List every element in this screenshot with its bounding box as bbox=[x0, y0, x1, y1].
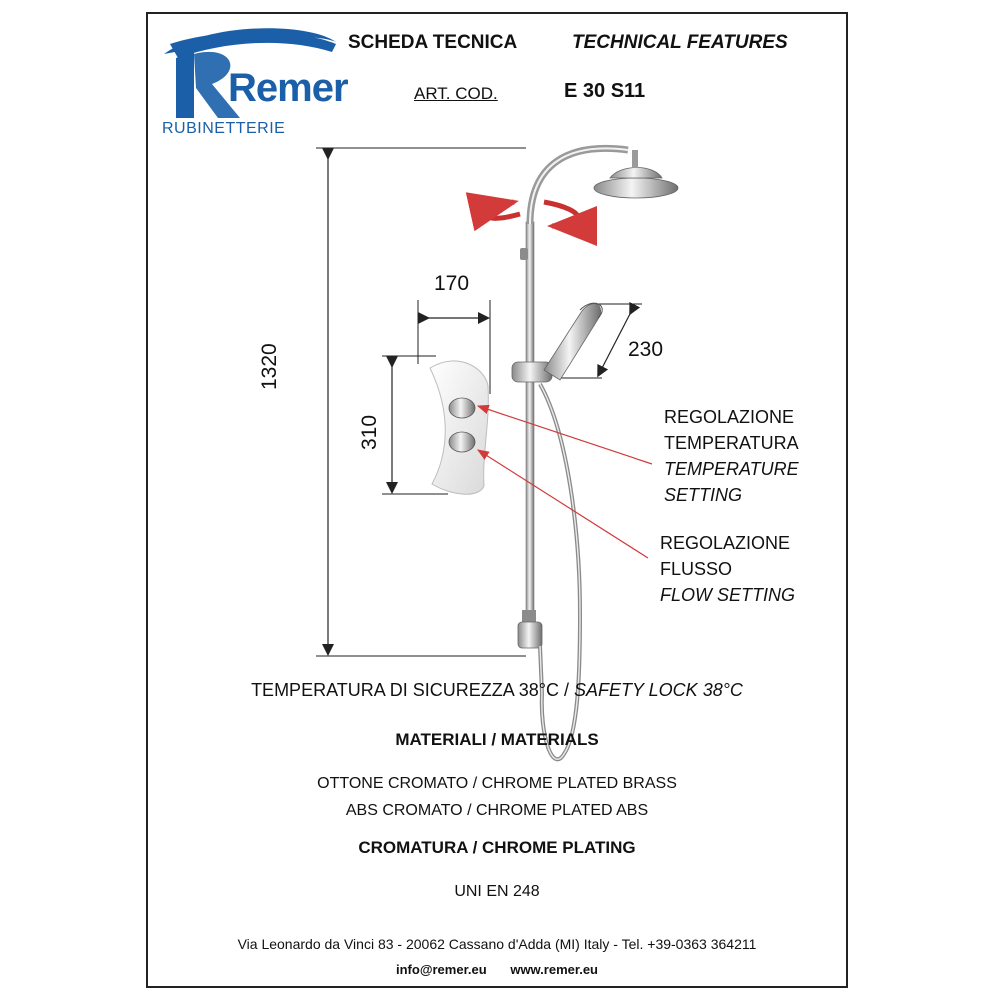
flow-callout-it-1: REGOLAZIONE bbox=[660, 533, 791, 553]
valve-height-label: 310 bbox=[358, 414, 381, 450]
temperature-callout: REGOLAZIONE TEMPERATURA TEMPERATURE SETT… bbox=[664, 404, 799, 508]
wall-bracket-top bbox=[520, 248, 528, 260]
shower-riser bbox=[525, 221, 535, 635]
materials-title: MATERIALI / MATERIALS bbox=[395, 730, 599, 749]
water-outlet bbox=[517, 621, 543, 649]
rotation-arrow-left bbox=[465, 192, 521, 232]
technical-features-title: TECHNICAL FEATURES bbox=[572, 32, 788, 53]
temperature-callout-it-1: REGOLAZIONE bbox=[664, 407, 795, 427]
shower-hose bbox=[538, 383, 583, 762]
safety-lock-line: TEMPERATURA DI SICUREZZA 38°C / SAFETY L… bbox=[148, 680, 846, 701]
technical-sheet: Remer RUBINETTERIE SCHEDA TECNICA TECHNI… bbox=[146, 12, 848, 988]
valve-plate bbox=[429, 360, 489, 495]
rotation-arrow-right bbox=[543, 199, 598, 246]
material-brass: OTTONE CROMATO / CHROME PLATED BRASS bbox=[317, 775, 677, 792]
brand-name: Remer bbox=[228, 66, 349, 110]
temperature-callout-en-2: SETTING bbox=[664, 485, 743, 505]
temperature-callout-en-1: TEMPERATURE bbox=[664, 459, 799, 479]
plating-title: CROMATURA / CHROME PLATING bbox=[358, 838, 636, 857]
shower-column-drawing bbox=[316, 144, 679, 762]
valve-width-label: 170 bbox=[434, 272, 470, 295]
flow-callout-it-2: FLUSSO bbox=[660, 559, 733, 579]
handshower-length-label: 230 bbox=[628, 338, 664, 361]
temperature-knob bbox=[448, 397, 476, 419]
email-link[interactable]: info@remer.eu bbox=[396, 962, 487, 977]
temperature-callout-it-2: TEMPERATURA bbox=[664, 433, 799, 453]
handshower-dimension-line bbox=[597, 301, 641, 378]
flow-callout-en-1: FLOW SETTING bbox=[660, 585, 795, 605]
safety-lock-it: TEMPERATURA DI SICUREZZA 38°C / bbox=[251, 680, 574, 700]
art-code-value: E 30 S11 bbox=[564, 80, 646, 102]
safety-lock-en: SAFETY LOCK 38°C bbox=[573, 680, 743, 700]
total-height-label: 1320 bbox=[258, 343, 281, 390]
overhead-shower-head bbox=[593, 177, 679, 199]
website-link[interactable]: www.remer.eu bbox=[510, 962, 598, 977]
temperature-callout-arrow bbox=[476, 404, 653, 465]
scheda-tecnica-title: SCHEDA TECNICA bbox=[348, 32, 518, 53]
art-code-label: ART. COD. bbox=[414, 84, 498, 103]
contact-line: info@remer.eu www.remer.eu bbox=[148, 962, 846, 977]
material-abs: ABS CROMATO / CHROME PLATED ABS bbox=[345, 802, 649, 819]
flow-knob bbox=[448, 431, 476, 453]
handshower bbox=[543, 303, 602, 381]
company-address: Via Leonardo da Vinci 83 - 20062 Cassano… bbox=[237, 936, 757, 952]
bottom-bracket bbox=[522, 610, 536, 624]
standard-value: UNI EN 248 bbox=[454, 883, 540, 900]
brand-subtitle: RUBINETTERIE bbox=[162, 120, 286, 137]
handshower-slider bbox=[511, 361, 553, 383]
flow-callout: REGOLAZIONE FLUSSO FLOW SETTING bbox=[660, 530, 795, 608]
flow-callout-arrow bbox=[476, 449, 649, 559]
